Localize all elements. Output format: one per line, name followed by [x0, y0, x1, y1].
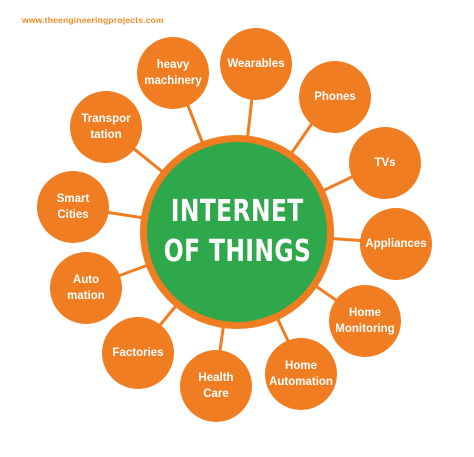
node-home-automation: Home Automation: [265, 338, 337, 410]
node-smart-cities: Smart Cities: [37, 171, 109, 243]
node-transportation: Transpor tation: [70, 91, 142, 163]
node-home-monitoring: Home Monitoring: [329, 285, 401, 357]
hub-title-line1: INTERNET: [170, 194, 304, 229]
node-heavy-machinery: heavy machinery: [137, 37, 209, 109]
node-factories: Factories: [102, 317, 174, 389]
watermark-url: www.theengineeringprojects.com: [22, 15, 164, 25]
hub-circle: INTERNET OF THINGS: [140, 135, 334, 329]
node-phones: Phones: [299, 61, 371, 133]
node-tvs: TVs: [349, 127, 421, 199]
node-wearables: Wearables: [220, 28, 292, 100]
node-automation: Auto mation: [50, 252, 122, 324]
node-health-care: Health Care: [180, 350, 252, 422]
node-appliances: Appliances: [360, 208, 432, 280]
hub-title-line2: OF THINGS: [163, 234, 311, 269]
